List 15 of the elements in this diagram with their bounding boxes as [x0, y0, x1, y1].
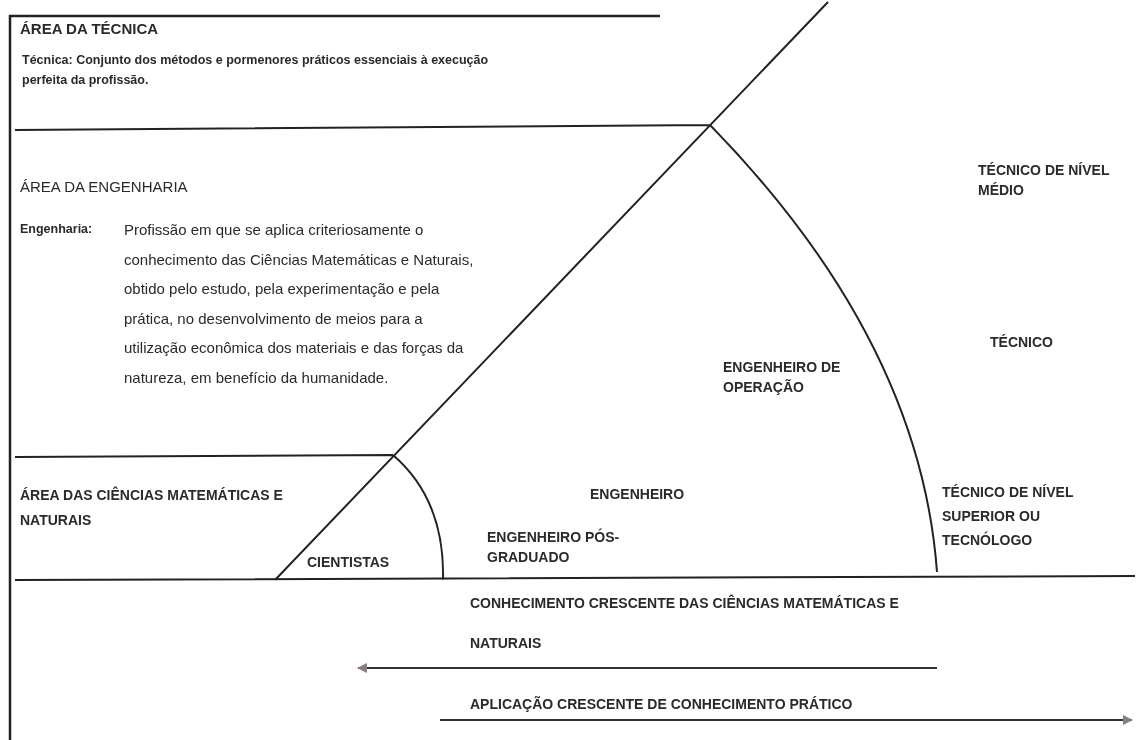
role-label: ENGENHEIRO — [590, 485, 685, 504]
definition-text: Profissão em que se aplica criteriosamente o conhecimento das Ciências Matemáticas e Naturais, obtido pelo estudo, pela experimentação e pela prática, no desenvolvimento de meios para a utilização econômica dos materiais e das forças da natureza, em benefício da humanidade. — [124, 220, 474, 388]
area-heading: ÁREA DA ENGENHARIA — [20, 178, 188, 196]
role-label: ENGENHEIRO DE OPERAÇÃO — [723, 358, 842, 397]
role-label: ENGENHEIRO PÓS-GRADUADO — [487, 527, 621, 567]
role-label: TÉCNICO — [990, 333, 1053, 352]
term-label: Engenharia: — [20, 221, 93, 238]
role-label: TÉCNICO DE NÍVEL SUPERIOR OU TECNÓLOGO — [942, 483, 1075, 550]
area-heading: ÁREA DAS CIÊNCIAS MATEMÁTICAS E NATURAIS — [20, 485, 284, 530]
role-label: CIENTISTAS — [307, 553, 390, 572]
axis-caption: CONHECIMENTO CRESCENTE DAS CIÊNCIAS MATEMÁTICAS E NATURAIS — [470, 593, 900, 653]
axis-caption: APLICAÇÃO CRESCENTE DE CONHECIMENTO PRÁTICO — [470, 695, 853, 714]
role-label: TÉCNICO DE NÍVEL MÉDIO — [978, 161, 1111, 200]
definition-text: Técnica: Conjunto dos métodos e pormenores práticos essenciais à execução perfeita da profissão. — [22, 52, 490, 89]
area-heading: ÁREA DA TÉCNICA — [20, 20, 159, 38]
